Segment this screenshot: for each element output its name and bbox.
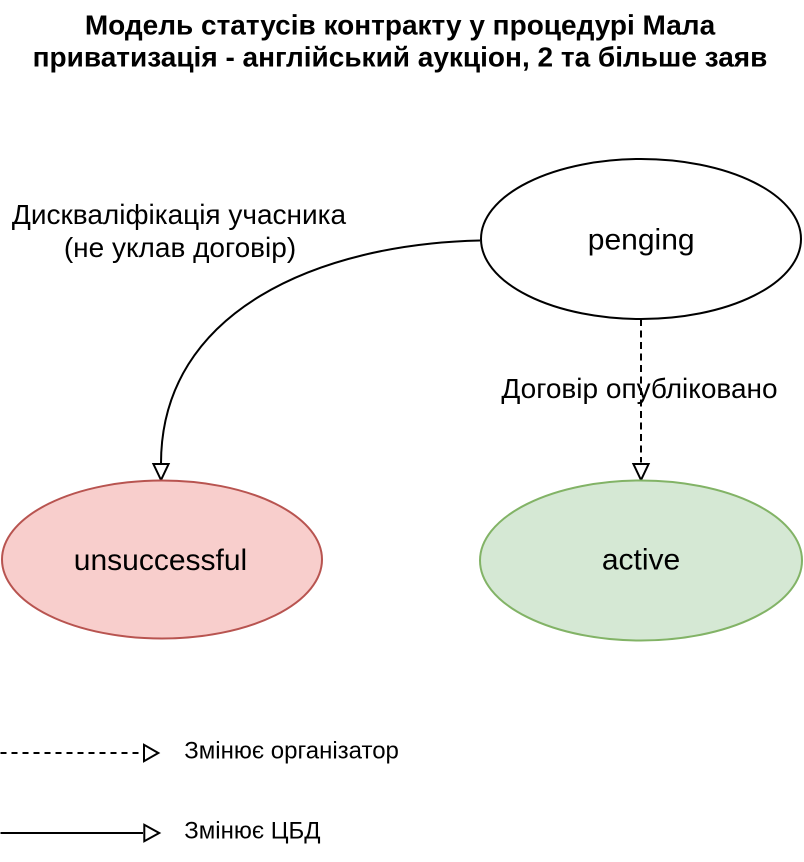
svg-text:(не уклав договір): (не уклав договір) <box>64 232 296 263</box>
svg-text:unsuccessful: unsuccessful <box>74 544 247 577</box>
svg-text:приватизація - англійський аук: приватизація - англійський аукціон, 2 та… <box>33 41 768 72</box>
svg-text:Договір опубліковано: Договір опубліковано <box>501 373 777 404</box>
svg-text:active: active <box>602 544 680 577</box>
svg-text:Дискваліфікація учасника: Дискваліфікація учасника <box>12 199 347 230</box>
svg-text:Змінює організатор: Змінює організатор <box>184 738 399 765</box>
svg-text:penging: penging <box>588 223 695 256</box>
svg-text:Модель статусів контракту у пр: Модель статусів контракту у процедурі Ма… <box>85 9 716 40</box>
svg-text:Змінює ЦБД: Змінює ЦБД <box>184 818 320 845</box>
